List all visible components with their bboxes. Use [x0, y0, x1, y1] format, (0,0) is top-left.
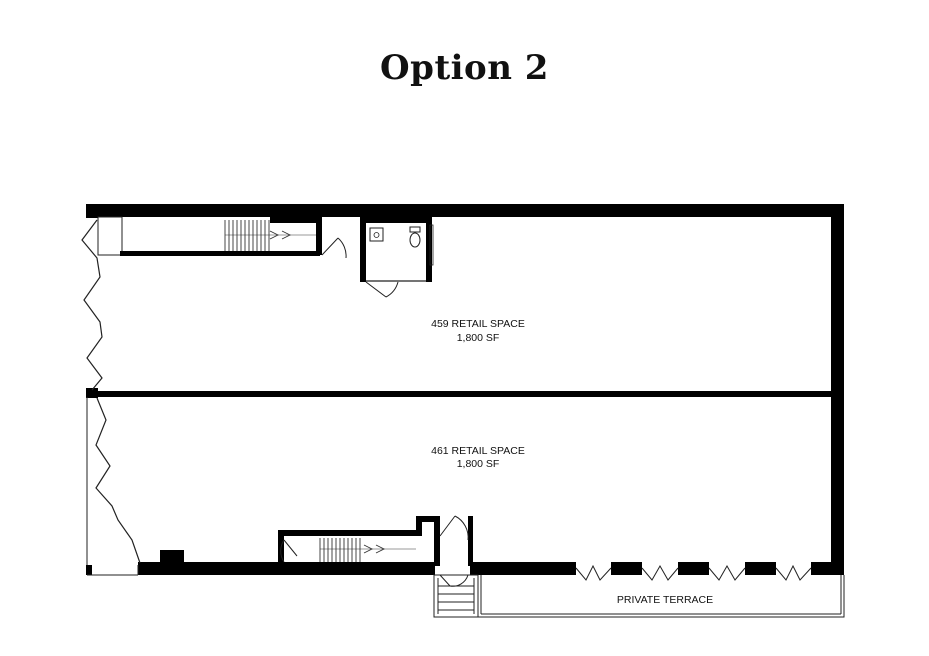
terrace-outline	[477, 575, 845, 618]
terrace-label: PRIVATE TERRACE	[617, 594, 713, 606]
room-459-area: 1,800 SF	[457, 332, 500, 344]
upper-stair	[97, 216, 347, 259]
page-title: Option 2	[380, 48, 549, 88]
left-wall-lines	[86, 397, 139, 576]
room-461-area: 1,800 SF	[457, 458, 500, 470]
lower-stair	[278, 515, 473, 587]
room-461-name: 461 RETAIL SPACE	[431, 445, 525, 457]
folding-doors-left	[81, 219, 141, 564]
room-459-name: 459 RETAIL SPACE	[431, 318, 525, 330]
terrace-doors	[575, 564, 812, 581]
demising-wall	[98, 391, 833, 397]
exterior-walls	[86, 204, 844, 575]
restroom	[360, 217, 434, 298]
exterior-steps	[433, 574, 479, 618]
